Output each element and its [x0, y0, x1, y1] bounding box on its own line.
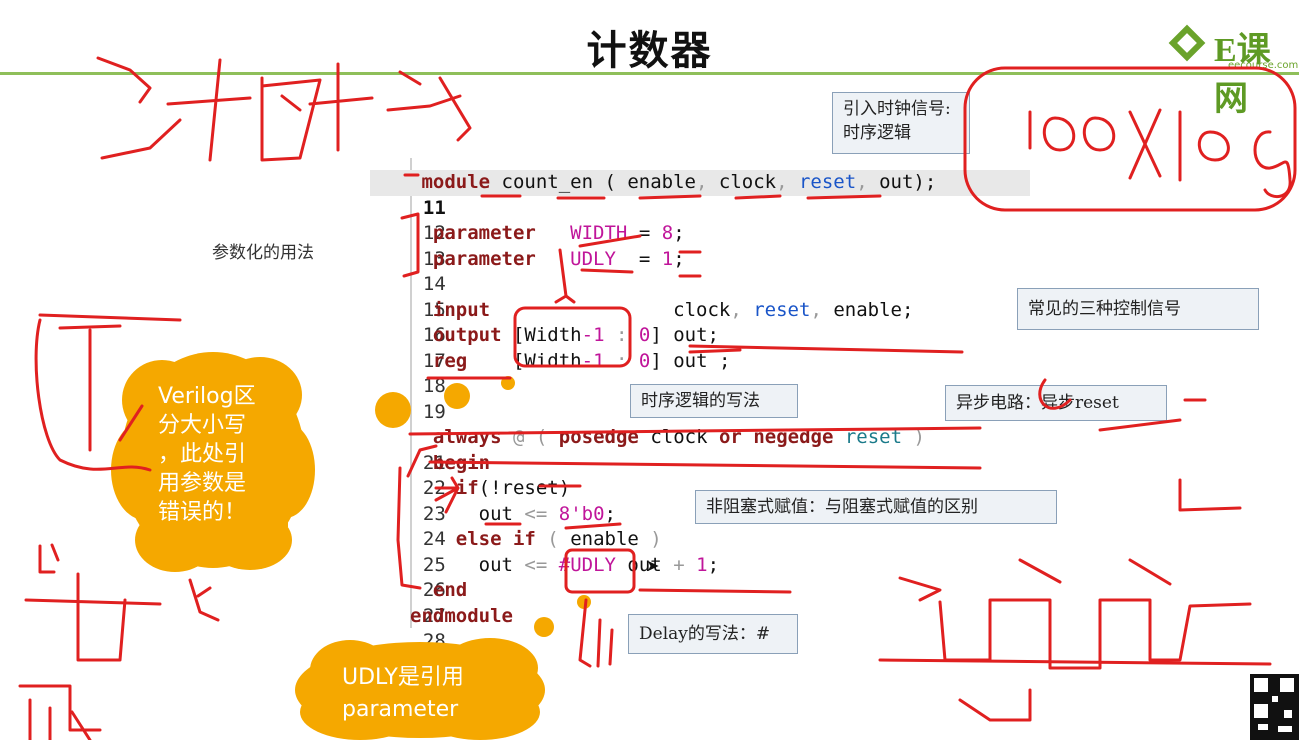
line-number: 12	[422, 222, 446, 244]
line-number: 17	[422, 349, 446, 372]
slide-title: 计数器	[586, 28, 713, 74]
line-number: 16	[422, 324, 446, 346]
code-line-27: 27 end	[370, 578, 467, 627]
code-line-23: 23 if(!reset)	[370, 476, 570, 525]
code-line-25: 25 else if ( enable )	[370, 527, 662, 576]
line-number: 23	[422, 502, 446, 525]
code-line-13: 13 parameter WIDTH = 8;	[370, 221, 685, 270]
title-rule	[0, 72, 1299, 75]
line-number: 27	[422, 604, 446, 627]
code-line-16: 16 input clock, reset, enable;	[370, 298, 914, 347]
logo-text: E课网	[1214, 32, 1271, 118]
code-line-24: 24 out <= 8'b0;	[370, 502, 616, 551]
line-number: 18	[422, 375, 446, 397]
callout-sequential-style: 时序逻辑的写法	[630, 384, 798, 418]
brand-logo: E课网 eecourse.com	[1168, 24, 1299, 118]
callout-async-reset: 异步电路：异步reset	[945, 385, 1167, 421]
callout-control-signals: 常见的三种控制信号	[1017, 288, 1259, 330]
bubble-udly-ref: UDLY是引用 parameter	[342, 662, 512, 726]
code-line-26: 26 out <= #UDLY out + 1;	[370, 553, 719, 602]
qr-code-icon	[1250, 674, 1299, 740]
code-line-17: 17 output [Width-1 : 0] out;	[370, 323, 719, 372]
mouse-cursor-icon: ➤	[646, 556, 660, 575]
line-number: 11	[422, 196, 446, 219]
code-line-11: 11 module count_en ( enable, clock, rese…	[370, 170, 1030, 219]
line-number: 25	[422, 553, 446, 576]
line-number: 15	[422, 298, 446, 321]
callout-clock-signal: 引入时钟信号: 时序逻辑	[832, 92, 970, 154]
logo-site: eecourse.com	[1228, 60, 1299, 71]
line-number: 24	[422, 528, 446, 550]
callout-delay: Delay的写法：#	[628, 614, 798, 654]
code-editor[interactable]: 11 module count_en ( enable, clock, rese…	[370, 158, 1030, 652]
label-param-usage: 参数化的用法	[212, 243, 314, 263]
line-number: 26	[422, 579, 446, 601]
line-number: 22	[422, 477, 446, 499]
line-number: 13	[422, 247, 446, 270]
code-line-19: 19	[370, 374, 446, 423]
line-number: 14	[422, 273, 446, 295]
callout-nonblocking: 非阻塞式赋值：与阻塞式赋值的区别	[695, 490, 1057, 524]
code-line-12: 12	[370, 196, 446, 244]
bubble-case-sensitive: Verilog区 分大小写 ，此处引 用参数是 错误的！	[158, 382, 288, 527]
line-number: 19	[422, 400, 446, 423]
code-line-15: 15	[370, 272, 446, 321]
code-gutter-divider	[410, 158, 412, 628]
code-line-14: 14 parameter UDLY = 1;	[370, 247, 685, 296]
